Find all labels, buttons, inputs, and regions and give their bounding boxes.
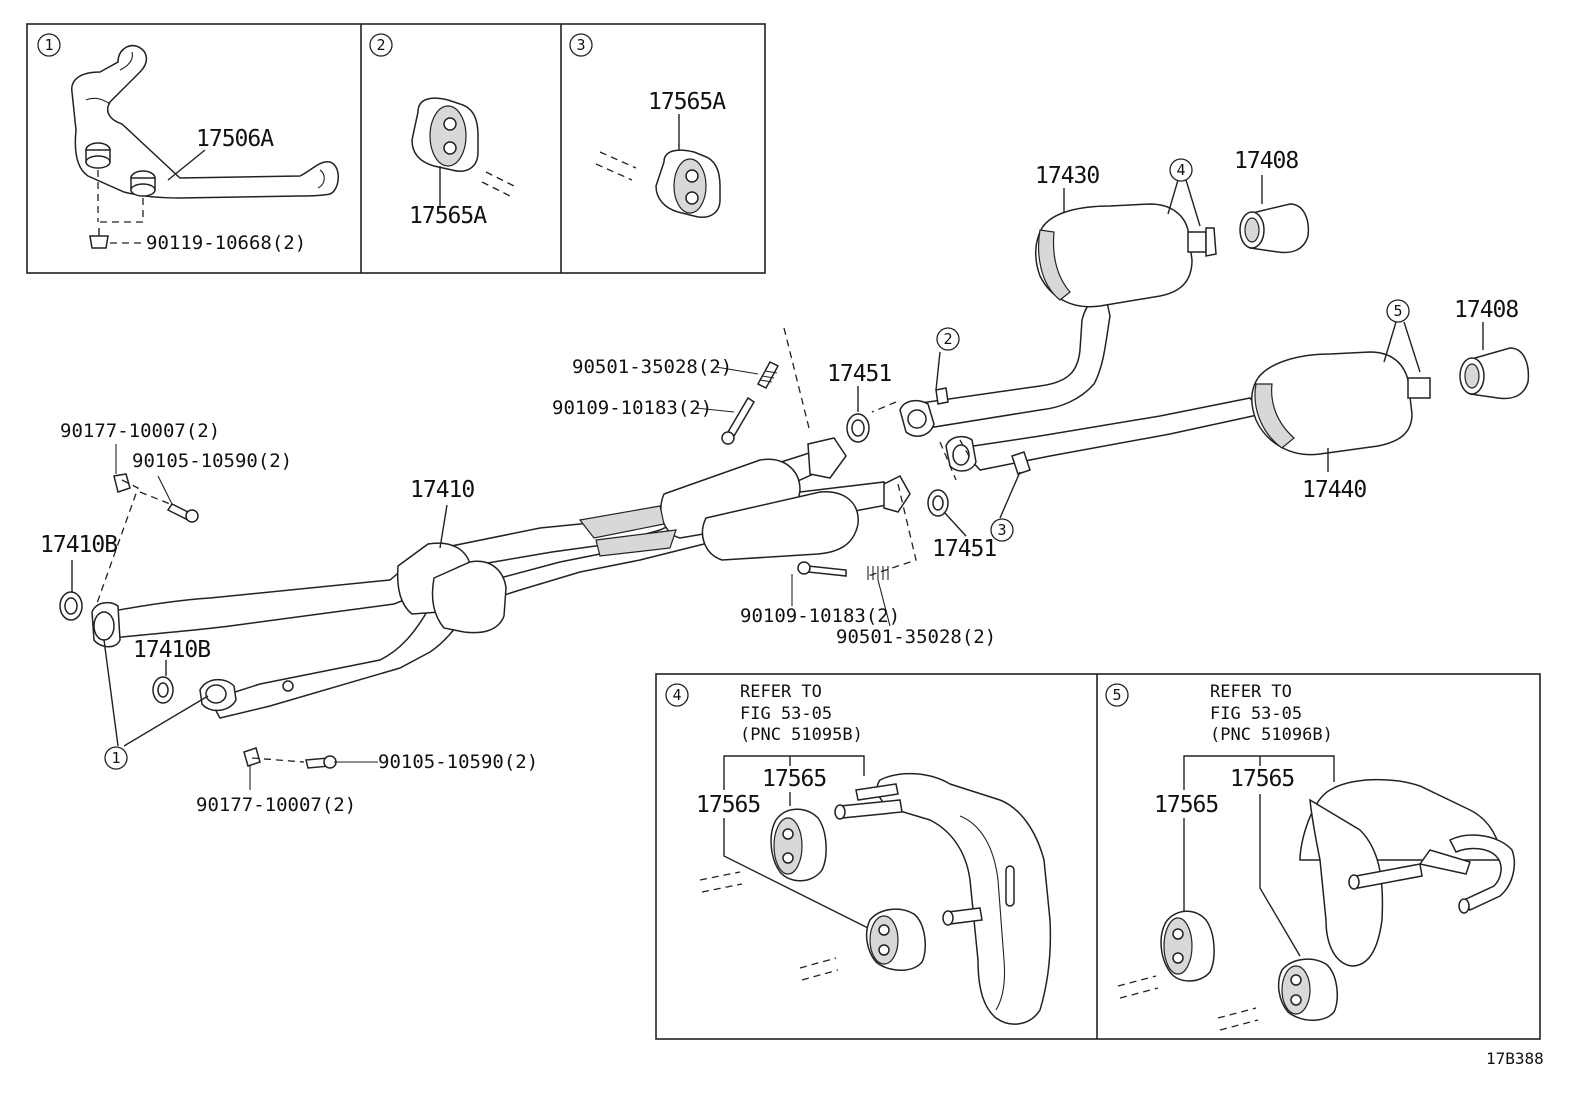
inset-panels bbox=[26, 23, 766, 274]
figure-code: 17B388 bbox=[1486, 1049, 1544, 1068]
label-17408-lower: 17408 bbox=[1454, 297, 1518, 323]
tail-tip-17408-upper bbox=[1239, 203, 1310, 254]
label-17440: 17440 bbox=[1302, 477, 1366, 503]
nut-90177-lower bbox=[243, 747, 261, 767]
label-90501-35028-upper: 90501-35028(2) bbox=[572, 356, 732, 378]
detail-frame bbox=[655, 673, 1541, 1040]
inset-frame bbox=[26, 23, 766, 274]
label-90109-10183-upper: 90109-10183(2) bbox=[552, 397, 712, 419]
callout-3: 3 bbox=[997, 521, 1006, 539]
gasket-17410B-upper bbox=[59, 591, 83, 621]
bracket-5 bbox=[1299, 778, 1516, 967]
detail-5-number: 5 bbox=[1112, 686, 1121, 704]
label-17410B-upper: 17410B bbox=[40, 532, 117, 558]
label-17410B-lower: 17410B bbox=[133, 637, 210, 663]
bracket-4 bbox=[834, 772, 1052, 1025]
detail-4-number: 4 bbox=[672, 686, 681, 704]
callout-1: 1 bbox=[111, 749, 120, 767]
detail-4-pnc: (PNC 51095B) bbox=[740, 725, 863, 745]
gasket-17410B-lower bbox=[152, 676, 174, 704]
label-90177-10007-upper: 90177-10007(2) bbox=[60, 420, 220, 442]
spring-90501-lower bbox=[867, 566, 889, 580]
bolt-90105-upper bbox=[166, 503, 199, 523]
part-number-17506A: 17506A bbox=[196, 126, 274, 152]
detail-4-part-a: 17565 bbox=[762, 766, 826, 792]
part-labels: 17430 17408 17408 17440 17410 17410B 174… bbox=[40, 148, 1519, 816]
detail-5-pnc: (PNC 51096B) bbox=[1210, 725, 1333, 745]
label-17408-upper: 17408 bbox=[1234, 148, 1298, 174]
rubber-hanger-17565A bbox=[411, 97, 479, 172]
callouts: 1 2 3 4 5 bbox=[104, 158, 1410, 770]
inset-1-number: 1 bbox=[44, 36, 53, 54]
detail-4-refer-line2: FIG 53-05 bbox=[740, 704, 832, 724]
bolt-90119 bbox=[89, 228, 109, 249]
part-number-17565A-inset3: 17565A bbox=[648, 89, 726, 115]
detail-4-refer-line1: REFER TO bbox=[740, 682, 822, 702]
rubber-hanger-4b bbox=[865, 908, 927, 971]
detail-5: 5 REFER TO FIG 53-05 (PNC 51096B) 17565 … bbox=[1105, 682, 1516, 1031]
detail-panels bbox=[655, 673, 1541, 1040]
label-90105-10590-lower: 90105-10590(2) bbox=[378, 751, 538, 773]
inset-2: 2 17565A bbox=[369, 33, 519, 229]
inset-3-number: 3 bbox=[576, 36, 585, 54]
nut-90177-upper bbox=[113, 473, 131, 493]
label-17451-upper: 17451 bbox=[827, 361, 891, 387]
detail-5-part-a: 17565 bbox=[1230, 766, 1294, 792]
rear-pipe-muffler-17440 bbox=[945, 351, 1431, 475]
leader-lines bbox=[71, 175, 1484, 790]
inset-1: 1 17506A 90119-10668(2) bbox=[37, 33, 339, 254]
inset-3: 3 17565A bbox=[569, 33, 727, 218]
bolt-90105-lower bbox=[305, 755, 337, 769]
detail-5-refer-line1: REFER TO bbox=[1210, 682, 1292, 702]
inset-2-number: 2 bbox=[376, 36, 385, 54]
support-bracket-17506A bbox=[71, 44, 339, 199]
spring-90501-upper bbox=[756, 361, 780, 389]
front-exhaust-pipe-17410 bbox=[91, 437, 911, 719]
part-number-90119-10668: 90119-10668(2) bbox=[146, 232, 306, 254]
detail-4: 4 REFER TO FIG 53-05 (PNC 51095B) 17565 … bbox=[665, 682, 1052, 1025]
label-17430: 17430 bbox=[1035, 163, 1099, 189]
label-17410: 17410 bbox=[410, 477, 474, 503]
bolt-90109-lower bbox=[797, 561, 847, 577]
detail-4-part-b: 17565 bbox=[696, 792, 760, 818]
bolt-90109-upper bbox=[721, 396, 756, 445]
rubber-hanger-17565A-b bbox=[655, 149, 721, 218]
rubber-hanger-4a bbox=[770, 808, 827, 882]
label-90105-10590-upper: 90105-10590(2) bbox=[132, 450, 292, 472]
callout-5: 5 bbox=[1393, 302, 1402, 320]
part-number-17565A-inset2: 17565A bbox=[409, 203, 487, 229]
tail-tip-17408-lower bbox=[1459, 347, 1530, 400]
dashed-assembly-lines bbox=[95, 327, 971, 763]
rear-pipe-muffler-17430 bbox=[899, 203, 1217, 437]
label-90501-35028-lower: 90501-35028(2) bbox=[836, 626, 996, 648]
label-90109-10183-lower: 90109-10183(2) bbox=[740, 605, 900, 627]
callout-2: 2 bbox=[943, 330, 952, 348]
gasket-17451-lower bbox=[927, 489, 949, 517]
detail-5-part-b: 17565 bbox=[1154, 792, 1218, 818]
detail-5-refer-line2: FIG 53-05 bbox=[1210, 704, 1302, 724]
label-90177-10007-lower: 90177-10007(2) bbox=[196, 794, 356, 816]
callout-4: 4 bbox=[1176, 161, 1185, 179]
rubber-hanger-5b bbox=[1277, 958, 1339, 1021]
rubber-hanger-5a bbox=[1160, 910, 1215, 982]
gasket-17451-upper bbox=[846, 413, 870, 443]
label-17451-lower: 17451 bbox=[932, 536, 996, 562]
